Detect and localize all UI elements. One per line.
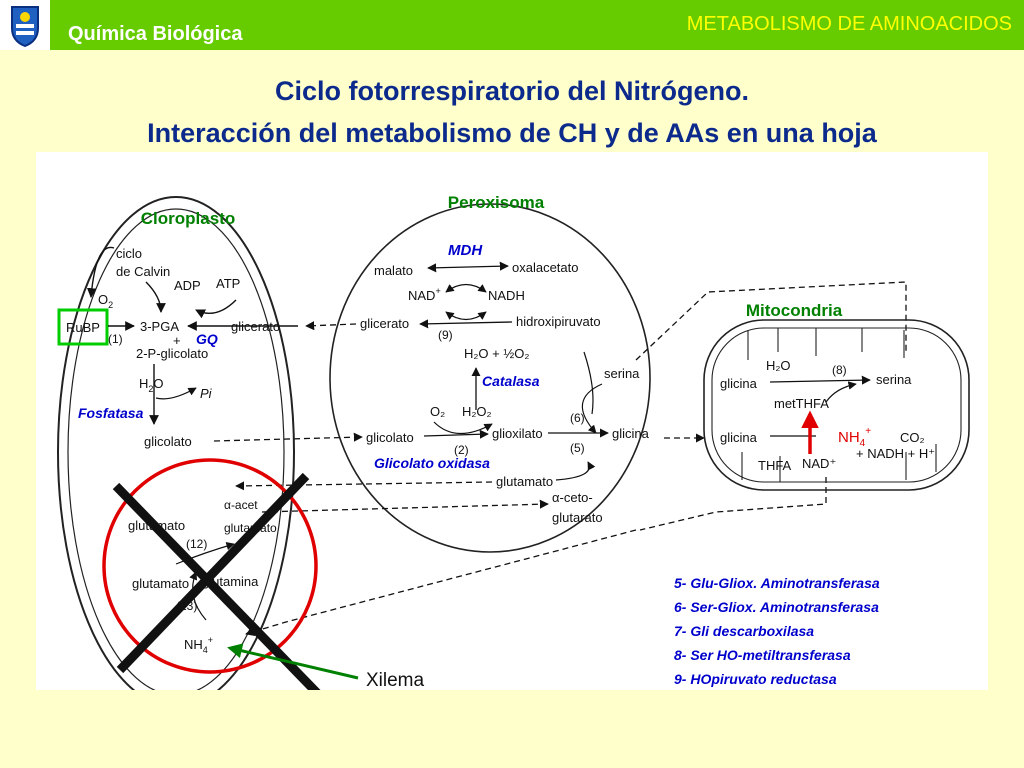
calvin-to-pga-arrow (145, 281, 166, 313)
diagram-panel: Cloroplasto ciclo de Calvin O2 RuBP (1) … (36, 152, 988, 708)
glioxilato-label: glioxilato (492, 426, 543, 441)
step-12-label: (12) (186, 537, 207, 551)
glutamato-peroxisome: glutamato (496, 474, 553, 489)
o2-peroxisome: O₂ (430, 404, 445, 419)
slide-title-line1: Ciclo fotorrespiratorio del Nitrógeno. (274, 76, 750, 106)
photorespiration-diagram: Cloroplasto ciclo de Calvin O2 RuBP (1) … (57, 193, 970, 708)
nad-mitochondria: NAD⁺ (802, 456, 836, 471)
hidroxipiruvato-label: hidroxipiruvato (516, 314, 601, 329)
gq-enzyme-label: GQ (196, 331, 218, 347)
catalasa-enzyme-label: Catalasa (482, 373, 540, 389)
slide-title-line2: Interacción del metabolismo de CH y de A… (147, 118, 877, 148)
step-9-label: (9) (438, 328, 453, 342)
pi-release-arrow (155, 387, 197, 400)
calvin-cycle-label-1: ciclo (116, 246, 142, 261)
atp-adp-arrow (195, 299, 237, 319)
nh4-chloroplast: NH4+ (184, 635, 213, 655)
glutarato-peroxisome: glutarato (552, 510, 603, 525)
serina-hidroxi-link (583, 351, 594, 415)
alpha-ceto-peroxisome: α-ceto- (552, 490, 593, 505)
step-6-label: (6) (570, 411, 585, 425)
gs-gogat-arrow-1 (175, 542, 235, 565)
legend-item: 5- Glu-Gliox. Aminotransferasa (674, 575, 880, 591)
step-8-label: (8) (832, 363, 847, 377)
oxidase-arrow (433, 421, 493, 435)
plus-sign: + (173, 333, 181, 348)
glicolato-peroxisome: glicolato (366, 430, 414, 445)
nad-peroxisome: NAD+ (408, 286, 441, 303)
nad-nadh-arrow-2 (445, 311, 487, 321)
methfa-label: metTHFA (774, 396, 829, 411)
calvin-cycle-label-2: de Calvin (116, 264, 170, 279)
hidroxipiruvato-to-glicerato-arrow (419, 319, 513, 329)
fosfatasa-enzyme-label: Fosfatasa (78, 405, 144, 421)
glicolato-oxidasa-enzyme-label: Glicolato oxidasa (374, 455, 490, 471)
pi-label: Pi (200, 386, 213, 401)
co2-mitochondria: CO₂ (900, 430, 925, 445)
mitochondria-label: Mitocondria (746, 301, 843, 320)
glicina-mitochondria-1: glicina (720, 376, 758, 391)
step-2-label: (2) (454, 443, 469, 457)
glicerato-chloroplast: glicerato (231, 319, 280, 334)
rubp-highlight-box (57, 308, 109, 346)
topic-title: METABOLISMO DE AMINOACIDOS (686, 13, 1012, 35)
serina-amino-arrow (581, 383, 603, 434)
step-1-label: (1) (108, 332, 123, 346)
adp-label: ADP (174, 278, 201, 293)
calvin-cycle-arrow (86, 246, 115, 298)
serina-peroxisome: serina (604, 366, 640, 381)
university-shield-icon (0, 0, 50, 50)
h2o-half-o2-label: H₂O + ½O₂ (464, 346, 529, 361)
o2-chloroplast: O2 (98, 292, 113, 310)
glutamato-chloroplast-3: glutamato (132, 576, 189, 591)
alpha-ceto-chloroplast: α-acet (224, 498, 258, 512)
peroxisome-label: Peroxisoma (448, 193, 545, 212)
header-bar: Química Biológica METABOLISMO DE AMINOAC… (0, 0, 1024, 50)
xilema-arrow (227, 643, 359, 680)
nad-nadh-arrow-1 (445, 283, 487, 293)
nadh-peroxisome: NADH (488, 288, 525, 303)
malato-label: malato (374, 263, 413, 278)
glicolato-to-glioxilato-arrow (423, 429, 489, 439)
nh4-mitochondria: NH4+ (838, 426, 871, 449)
malato-oxalacetato-arrow (427, 261, 509, 273)
mdh-enzyme-label: MDH (448, 242, 483, 259)
glicina-mitochondria-2: glicina (720, 430, 758, 445)
glutamato-transamination-arrow (555, 461, 596, 481)
legend-item: 6- Ser-Gliox. Aminotransferasa (674, 599, 879, 615)
xilema-label: Xilema (366, 670, 425, 690)
legend-item: 7- Gli descarboxilasa (674, 623, 814, 639)
glicerato-peroxisome: glicerato (360, 316, 409, 331)
enzyme-legend: 5- Glu-Gliox. Aminotransferasa 6- Ser-Gl… (674, 575, 880, 687)
methfa-arrow (825, 381, 857, 403)
mitochondria (703, 319, 970, 491)
glicolato-chloroplast: glicolato (144, 434, 192, 449)
legend-item: 8- Ser HO-metiltransferasa (674, 647, 851, 663)
crossed-out-ammonium-assimilation (102, 458, 326, 702)
p-glicolato-label: 2-P-glicolato (136, 346, 208, 361)
legend-item: 9- HOpiruvato reductasa (674, 671, 837, 687)
step-5-label: (5) (570, 441, 585, 455)
peroxisome (329, 203, 651, 553)
course-title: Química Biológica (68, 23, 243, 45)
atp-label: ATP (216, 276, 240, 291)
serina-mitochondria: serina (876, 372, 912, 387)
chloroplast-label: Cloroplasto (141, 209, 235, 228)
pga-label: 3-PGA (140, 319, 179, 334)
oxalacetato-label: oxalacetato (512, 260, 579, 275)
thfa-label: THFA (758, 458, 792, 473)
h2o-mitochondria: H₂O (766, 358, 791, 373)
glicina-to-serina-arrow (769, 375, 871, 385)
glicina-peroxisome: glicina (612, 426, 650, 441)
rubp-label: RuBP (66, 320, 100, 335)
nadh-mitochondria: + NADH + H⁺ (856, 446, 935, 461)
h2o-chloroplast: H2O (139, 376, 164, 394)
h2o2-peroxisome: H₂O₂ (462, 404, 492, 419)
